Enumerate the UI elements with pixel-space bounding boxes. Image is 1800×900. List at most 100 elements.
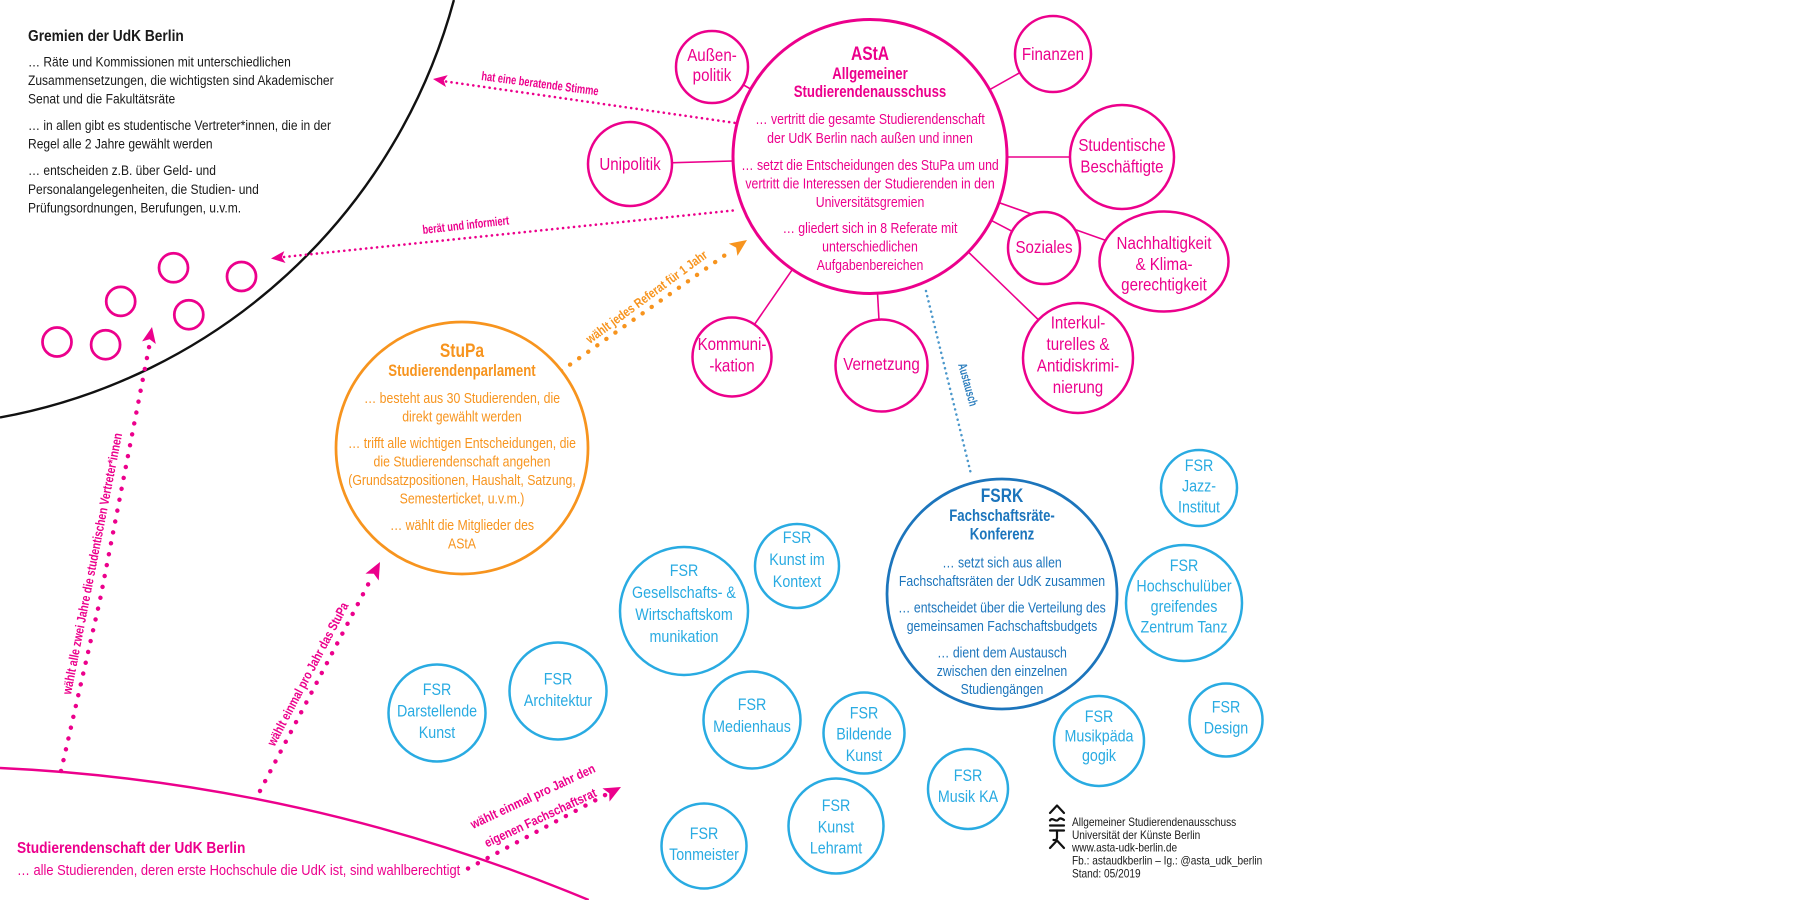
svg-text:… alle Studierenden, deren ers: … alle Studierenden, deren erste Hochsch… — [17, 861, 460, 878]
svg-text:Unipolitik: Unipolitik — [599, 154, 661, 175]
svg-text:Studiengängen: Studiengängen — [961, 681, 1044, 697]
svg-text:gemeinsamen Fachschaftsbudgets: gemeinsamen Fachschaftsbudgets — [907, 618, 1098, 634]
svg-text:FSR: FSR — [850, 704, 879, 722]
svg-text:Fachschaftsräten der UdK zusam: Fachschaftsräten der UdK zusammen — [899, 573, 1105, 589]
svg-text:wählt jedes Referat für 1 Jahr: wählt jedes Referat für 1 Jahr — [582, 247, 710, 347]
svg-text:Bildende: Bildende — [836, 725, 892, 743]
svg-text:Senat und die Fakultätsräte: Senat und die Fakultätsräte — [28, 91, 175, 107]
svg-text:… wählt die Mitglieder des: … wählt die Mitglieder des — [390, 517, 534, 533]
svg-text:zwischen den einzelnen: zwischen den einzelnen — [937, 663, 1067, 679]
svg-text:FSR: FSR — [544, 670, 573, 688]
svg-text:Prüfungsordnungen, Berufungen,: Prüfungsordnungen, Berufungen, u.v.m. — [28, 200, 241, 216]
svg-text:nierung: nierung — [1053, 377, 1103, 398]
svg-text:berät und informiert: berät und informiert — [422, 213, 511, 237]
svg-text:… in allen gibt es studentisch: … in allen gibt es studentische Vertrete… — [28, 117, 332, 133]
svg-text:AStA: AStA — [851, 42, 889, 64]
svg-text:FSR: FSR — [670, 562, 699, 580]
svg-text:Kunst: Kunst — [818, 818, 855, 836]
svg-text:FSR: FSR — [1212, 698, 1241, 716]
svg-text:Lehramt: Lehramt — [810, 839, 863, 857]
svg-text:FSR: FSR — [822, 797, 851, 815]
svg-text:… gliedert sich in 8 Referate: … gliedert sich in 8 Referate mit — [783, 220, 958, 236]
svg-text:Kunst: Kunst — [419, 724, 456, 742]
svg-text:gerechtigkeit: gerechtigkeit — [1121, 274, 1207, 295]
svg-text:-kation: -kation — [709, 355, 754, 376]
svg-text:FSR: FSR — [738, 696, 767, 714]
svg-text:Antidiskrimi-: Antidiskrimi- — [1037, 355, 1119, 376]
svg-text:Personalangelegenheiten, die S: Personalangelegenheiten, die Studien- un… — [28, 181, 259, 197]
svg-text:… entscheiden z.B. über Geld-: … entscheiden z.B. über Geld- und — [28, 162, 216, 178]
svg-text:Konferenz: Konferenz — [970, 525, 1035, 544]
svg-text:wählt einmal pro Jahr das StuP: wählt einmal pro Jahr das StuPa — [264, 599, 352, 749]
svg-text:Soziales: Soziales — [1015, 237, 1072, 258]
svg-text:Gesellschafts- &: Gesellschafts- & — [632, 584, 736, 602]
svg-text:munikation: munikation — [649, 628, 718, 646]
svg-text:wählt alle zwei Jahre die stud: wählt alle zwei Jahre die studentischen … — [59, 432, 125, 697]
svg-text:Stand: 05/2019: Stand: 05/2019 — [1072, 868, 1141, 881]
svg-text:Musik KA: Musik KA — [938, 788, 999, 806]
svg-text:… dient dem Austausch: … dient dem Austausch — [937, 644, 1067, 660]
svg-text:Universitätsgremien: Universitätsgremien — [816, 194, 925, 210]
svg-text:FSR: FSR — [1170, 557, 1199, 575]
svg-text:Wirtschaftskom: Wirtschaftskom — [635, 606, 733, 624]
svg-text:Tonmeister: Tonmeister — [669, 846, 739, 864]
svg-text:Darstellende: Darstellende — [397, 702, 477, 720]
svg-text:die Studierendenschaft angehen: die Studierendenschaft angehen — [374, 453, 551, 469]
svg-text:Medienhaus: Medienhaus — [713, 718, 791, 736]
svg-text:gogik: gogik — [1082, 747, 1116, 765]
svg-text:FSR: FSR — [423, 681, 452, 699]
svg-text:(Grundsatzpositionen, Haushalt: (Grundsatzpositionen, Haushalt, Satzung, — [348, 472, 575, 488]
svg-text:turelles &: turelles & — [1047, 334, 1110, 355]
svg-text:Zusammensetzungen, die wichtig: Zusammensetzungen, die wichtigsten sind … — [28, 72, 334, 88]
svg-text:… vertritt die gesamte Studier: … vertritt die gesamte Studierendenschaf… — [755, 111, 985, 127]
svg-text:Design: Design — [1204, 719, 1248, 737]
svg-text:… besteht aus 30 Studierenden,: … besteht aus 30 Studierenden, die — [364, 390, 560, 406]
svg-text:Hochschulüber: Hochschulüber — [1136, 577, 1231, 595]
svg-text:unterschiedlichen: unterschiedlichen — [822, 238, 918, 254]
svg-text:Studierendenausschuss: Studierendenausschuss — [794, 83, 947, 102]
svg-text:FSR: FSR — [783, 529, 812, 547]
svg-text:FSR: FSR — [954, 767, 983, 785]
svg-text:direkt gewählt werden: direkt gewählt werden — [402, 408, 522, 424]
svg-text:der UdK Berlin nach außen und: der UdK Berlin nach außen und innen — [767, 130, 973, 146]
svg-text:… trifft alle wichtigen Entsch: … trifft alle wichtigen Entscheidungen, … — [348, 435, 576, 451]
svg-text:Allgemeiner: Allgemeiner — [832, 65, 908, 84]
svg-text:… setzt die Entscheidungen des: … setzt die Entscheidungen des StuPa um … — [741, 157, 999, 173]
svg-text:Austausch: Austausch — [955, 362, 980, 408]
svg-text:Außen-: Außen- — [687, 45, 737, 66]
svg-text:www.asta-udk-berlin.de: www.asta-udk-berlin.de — [1071, 842, 1177, 855]
svg-text:FSRK: FSRK — [981, 484, 1024, 506]
svg-text:Kunst: Kunst — [846, 747, 883, 765]
svg-text:Universität der Künste Berlin: Universität der Künste Berlin — [1072, 829, 1200, 842]
svg-text:… entscheidet über die Verteil: … entscheidet über die Verteilung des — [898, 599, 1106, 615]
svg-text:Studentische: Studentische — [1078, 135, 1165, 156]
svg-text:Kommuni-: Kommuni- — [698, 334, 767, 355]
svg-text:greifendes: greifendes — [1151, 598, 1218, 616]
svg-text:Vernetzung: Vernetzung — [843, 354, 919, 375]
svg-text:& Klima-: & Klima- — [1135, 254, 1192, 275]
svg-text:Fb.: astaudkberlin – Ig.: @ast: Fb.: astaudkberlin – Ig.: @asta_udk_berl… — [1072, 855, 1262, 868]
svg-text:Jazz-: Jazz- — [1182, 477, 1216, 495]
svg-text:Kunst im: Kunst im — [769, 551, 825, 569]
svg-text:Kontext: Kontext — [773, 573, 822, 591]
svg-text:Gremien der UdK Berlin: Gremien der UdK Berlin — [28, 27, 184, 45]
svg-text:AStA: AStA — [448, 535, 477, 551]
svg-text:StuPa: StuPa — [440, 339, 484, 361]
svg-text:hat eine beratende Stimme: hat eine beratende Stimme — [481, 69, 600, 98]
svg-text:… Räte und Kommissionen mit un: … Räte und Kommissionen mit unterschiedl… — [28, 54, 291, 70]
svg-text:Semesterticket, u.v.m.): Semesterticket, u.v.m.) — [400, 490, 525, 506]
svg-text:Allgemeiner Studierendenaussch: Allgemeiner Studierendenausschuss — [1072, 816, 1237, 829]
svg-text:Interkul-: Interkul- — [1051, 312, 1106, 333]
svg-text:Zentrum Tanz: Zentrum Tanz — [1141, 618, 1228, 636]
svg-text:Beschäftigte: Beschäftigte — [1080, 156, 1163, 177]
svg-text:Fachschaftsräte-: Fachschaftsräte- — [949, 507, 1055, 526]
svg-text:Studierendenparlament: Studierendenparlament — [388, 362, 535, 381]
svg-text:Aufgabenbereichen: Aufgabenbereichen — [817, 257, 924, 273]
svg-text:Institut: Institut — [1178, 498, 1221, 516]
svg-text:… setzt sich aus allen: … setzt sich aus allen — [942, 554, 1062, 570]
svg-text:FSR: FSR — [1185, 457, 1214, 475]
svg-text:FSR: FSR — [1085, 708, 1114, 726]
svg-text:FSR: FSR — [690, 825, 719, 843]
svg-text:politik: politik — [693, 65, 732, 86]
svg-text:Finanzen: Finanzen — [1022, 44, 1084, 65]
